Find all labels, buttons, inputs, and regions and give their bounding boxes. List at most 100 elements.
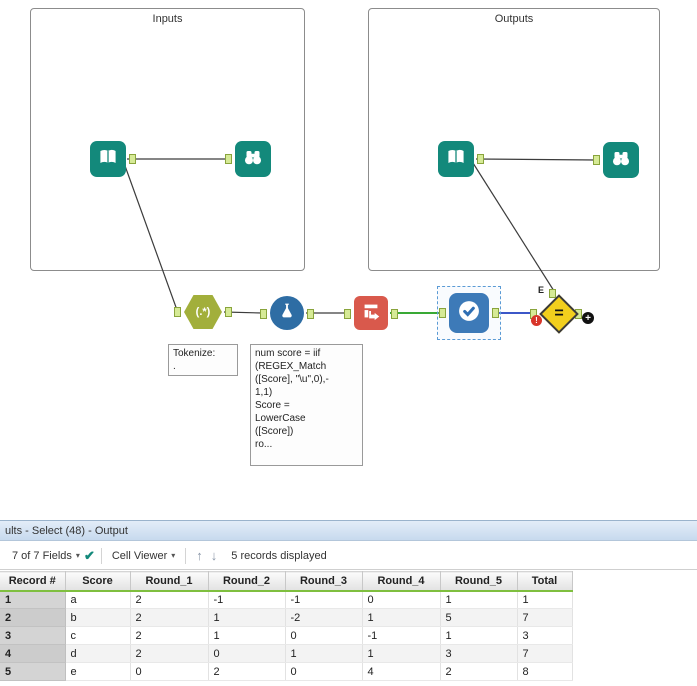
table-cell[interactable]: c: [65, 626, 131, 645]
input-data-tool[interactable]: [90, 141, 136, 177]
table-cell[interactable]: 1: [440, 590, 518, 609]
table-cell[interactable]: 2: [130, 626, 209, 645]
row-number-cell[interactable]: 4: [0, 644, 66, 663]
table-header-row: Record # Score Round_1 Round_2 Round_3 R…: [0, 571, 573, 592]
tool-container-inputs[interactable]: Inputs: [30, 8, 305, 271]
table-cell[interactable]: 1: [285, 644, 363, 663]
cell-viewer-dropdown[interactable]: Cell Viewer ▾: [108, 550, 179, 562]
table-cell[interactable]: 0: [130, 662, 209, 681]
table-cell[interactable]: 3: [440, 644, 518, 663]
table-row: 4 d 2 0 1 1 3 7: [0, 644, 573, 663]
input-anchor[interactable]: [260, 309, 267, 319]
expect-equal-tool[interactable]: E = ! +: [530, 285, 594, 334]
table-cell[interactable]: 1: [362, 644, 441, 663]
table-cell[interactable]: -1: [362, 626, 441, 645]
row-number-cell[interactable]: 3: [0, 626, 66, 645]
flask-icon: [276, 300, 298, 327]
tool-container-outputs[interactable]: Outputs: [368, 8, 660, 271]
results-toolbar: 7 of 7 Fields ▾ ✔ Cell Viewer ▾ ↑ ↓ 5 re…: [0, 542, 697, 570]
table-cell[interactable]: 0: [285, 626, 363, 645]
binoculars-icon: [608, 145, 634, 176]
checkmark-icon: [455, 297, 483, 330]
table-cell[interactable]: -1: [208, 590, 286, 609]
table-row: 5 e 0 2 0 4 2 8: [0, 662, 573, 681]
table-cell[interactable]: 1: [208, 608, 286, 627]
input-data-tool[interactable]: [438, 141, 484, 177]
table-cell[interactable]: 2: [130, 590, 209, 609]
column-header[interactable]: Score: [65, 571, 131, 592]
table-cell[interactable]: 2: [440, 662, 518, 681]
output-anchor[interactable]: [492, 308, 499, 318]
input-anchor[interactable]: [593, 155, 600, 165]
chevron-down-icon: ▾: [75, 551, 80, 560]
table-cell[interactable]: a: [65, 590, 131, 609]
output-anchor[interactable]: [225, 307, 232, 317]
table-cell[interactable]: 1: [362, 608, 441, 627]
column-header[interactable]: Round_4: [362, 571, 441, 592]
table-cell[interactable]: 1: [517, 590, 573, 609]
annotation-formula[interactable]: num score = iif (REGEX_Match ([Score], "…: [250, 344, 363, 466]
browse-tool[interactable]: [593, 142, 639, 178]
column-header[interactable]: Round_5: [440, 571, 518, 592]
up-arrow-icon[interactable]: ↑: [196, 548, 203, 563]
add-tool-icon[interactable]: +: [582, 312, 594, 324]
table-cell[interactable]: d: [65, 644, 131, 663]
row-number-cell[interactable]: 5: [0, 662, 66, 681]
column-header[interactable]: Total: [517, 571, 573, 592]
column-header[interactable]: Round_1: [130, 571, 209, 592]
table-cell[interactable]: 2: [208, 662, 286, 681]
table-cell[interactable]: 0: [285, 662, 363, 681]
equals-icon: =: [554, 305, 564, 322]
apply-check-icon[interactable]: ✔: [83, 547, 95, 563]
table-cell[interactable]: 7: [517, 608, 573, 627]
column-header[interactable]: Round_3: [285, 571, 363, 592]
down-arrow-icon[interactable]: ↓: [210, 548, 218, 563]
table-cell[interactable]: -2: [285, 608, 363, 627]
workflow-canvas[interactable]: Inputs Outputs: [0, 0, 697, 518]
table-cell[interactable]: 3: [517, 626, 573, 645]
output-anchor[interactable]: [307, 309, 314, 319]
table-cell[interactable]: -1: [285, 590, 363, 609]
table-row: 1 a 2 -1 -1 0 1 1: [0, 590, 573, 609]
table-cell[interactable]: 7: [517, 644, 573, 663]
input-anchor[interactable]: [549, 289, 556, 298]
container-label: Outputs: [494, 13, 534, 25]
regex-tool[interactable]: (.*): [174, 295, 232, 329]
select-tool[interactable]: [439, 293, 499, 333]
output-anchor[interactable]: [391, 309, 398, 319]
output-anchor[interactable]: [477, 154, 484, 164]
table-cell[interactable]: 0: [208, 644, 286, 663]
crosstab-tool[interactable]: [344, 296, 398, 330]
table-cell[interactable]: 1: [440, 626, 518, 645]
table-cell[interactable]: b: [65, 608, 131, 627]
browse-tool[interactable]: [225, 141, 271, 177]
table-cell[interactable]: 2: [130, 608, 209, 627]
input-anchor[interactable]: [225, 154, 232, 164]
fields-dropdown[interactable]: 7 of 7 Fields ▾: [8, 550, 84, 562]
chevron-down-icon: ▾: [171, 551, 176, 560]
annotation-tokenize[interactable]: Tokenize: .: [168, 344, 238, 376]
binoculars-icon: [240, 144, 266, 175]
column-header[interactable]: Round_2: [208, 571, 286, 592]
table-cell[interactable]: 0: [362, 590, 441, 609]
input-anchor[interactable]: [439, 308, 446, 318]
table-cell[interactable]: 2: [130, 644, 209, 663]
table-cell[interactable]: 4: [362, 662, 441, 681]
row-number-cell[interactable]: 2: [0, 608, 66, 627]
input-anchor[interactable]: [344, 309, 351, 319]
regex-icon: (.*): [184, 295, 222, 329]
input-anchor[interactable]: [174, 307, 181, 317]
table-cell[interactable]: e: [65, 662, 131, 681]
formula-tool[interactable]: [260, 296, 314, 330]
table-cell[interactable]: 1: [208, 626, 286, 645]
regex-tool-label: (.*): [195, 306, 211, 318]
output-anchor[interactable]: [129, 154, 136, 164]
results-table: Record # Score Round_1 Round_2 Round_3 R…: [0, 571, 573, 681]
table-cell[interactable]: 8: [517, 662, 573, 681]
table-cell[interactable]: 5: [440, 608, 518, 627]
container-label: Inputs: [152, 13, 183, 25]
row-number-cell[interactable]: 1: [0, 590, 66, 609]
toolbar-separator: [185, 547, 187, 564]
column-header[interactable]: Record #: [0, 571, 66, 592]
